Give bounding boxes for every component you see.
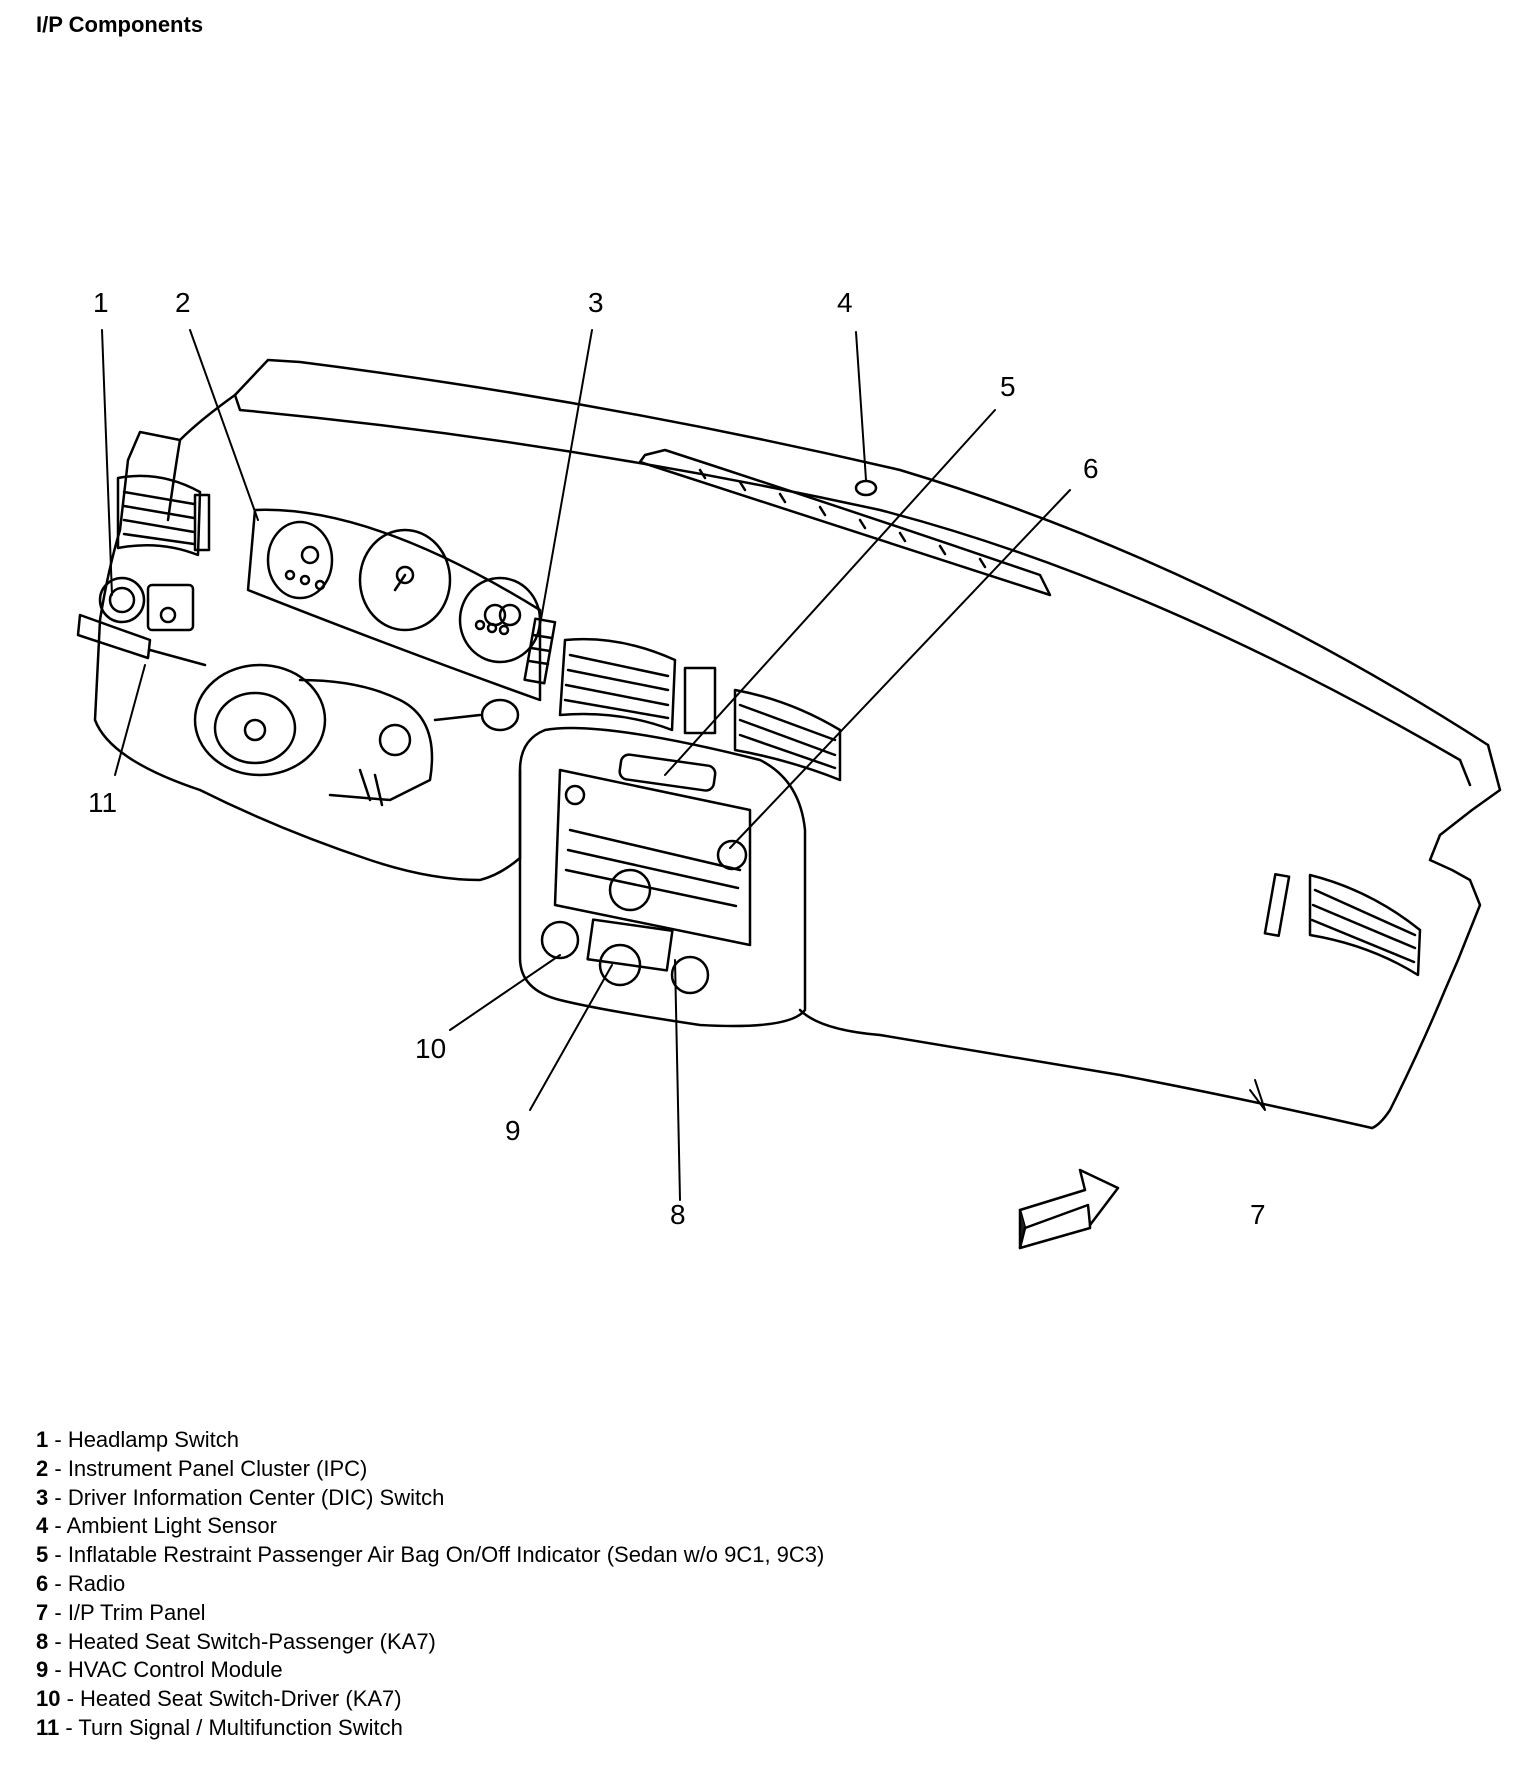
legend-item: 7 - I/P Trim Panel — [36, 1599, 206, 1625]
center-stack — [518, 726, 807, 1028]
center-air-vents — [558, 637, 842, 782]
callout-6: 6 — [1083, 453, 1099, 484]
leader-lines — [101, 329, 1266, 1201]
diagram-title: I/P Components — [36, 12, 204, 37]
callout-numbers: 1 2 3 4 5 6 7 8 9 10 11 — [88, 287, 1266, 1230]
steering-column — [76, 613, 520, 807]
callout-10: 10 — [415, 1033, 446, 1064]
dashboard-line-drawing: 1 2 3 4 5 6 7 8 9 10 11 — [76, 287, 1502, 1250]
callout-3: 3 — [588, 287, 604, 318]
legend-item: 2 - Instrument Panel Cluster (IPC) — [36, 1455, 368, 1481]
defroster-grille — [638, 448, 1052, 597]
legend-item: 1 - Headlamp Switch — [36, 1427, 239, 1452]
dic-switch — [523, 617, 557, 685]
legend-item: 3 - Driver Information Center (DIC) Swit… — [36, 1484, 445, 1510]
legend-item: 5 - Inflatable Restraint Passenger Air B… — [36, 1542, 825, 1568]
component-legend: 1 - Headlamp Switch 2 - Instrument Panel… — [36, 1426, 824, 1743]
callout-5: 5 — [1000, 371, 1016, 402]
headlamp-switch-drawing — [98, 576, 195, 632]
callout-2: 2 — [175, 287, 191, 318]
callout-1: 1 — [93, 287, 109, 318]
callout-8: 8 — [670, 1199, 686, 1230]
legend-item: 10 - Heated Seat Switch-Driver (KA7) — [36, 1686, 402, 1712]
dashboard-outline — [93, 358, 1502, 1130]
instrument-cluster — [246, 508, 542, 702]
right-air-vent — [1263, 872, 1422, 977]
callout-11: 11 — [88, 787, 117, 818]
legend-item: 4 - Ambient Light Sensor — [36, 1513, 277, 1539]
legend-item: 6 - Radio — [36, 1570, 126, 1596]
callout-9: 9 — [505, 1115, 521, 1146]
callout-4: 4 — [837, 287, 853, 318]
legend-item: 11 - Turn Signal / Multifunction Switch — [36, 1714, 403, 1740]
callout-7: 7 — [1250, 1199, 1266, 1230]
direction-arrow — [1018, 1168, 1120, 1250]
legend-item: 9 - HVAC Control Module — [36, 1657, 283, 1683]
legend-item: 8 - Heated Seat Switch-Passenger (KA7) — [36, 1628, 436, 1654]
left-air-vent — [116, 474, 211, 557]
